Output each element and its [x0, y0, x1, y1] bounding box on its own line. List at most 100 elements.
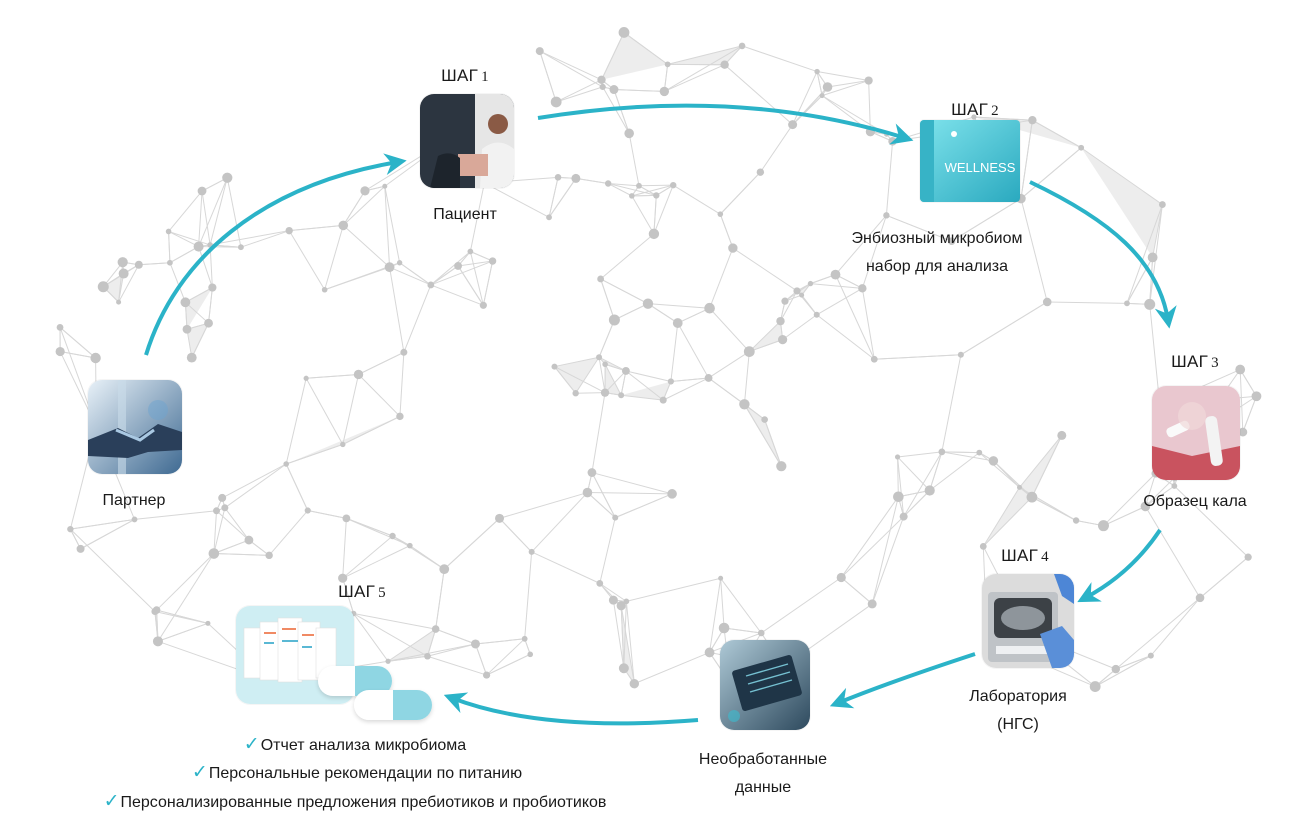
network-line — [1019, 435, 1063, 488]
network-line — [213, 539, 250, 554]
network-line — [599, 583, 622, 607]
network-line — [821, 95, 887, 135]
network-line — [575, 392, 606, 394]
kit-label-line2: набор для анализа — [865, 258, 1009, 275]
network-dot — [340, 441, 346, 448]
sample-tube-photo-icon — [1152, 386, 1240, 480]
network-line — [268, 510, 309, 556]
network-line — [435, 628, 476, 645]
network-shade — [554, 357, 600, 394]
network-dot — [720, 60, 729, 69]
network-line — [599, 582, 627, 602]
network-line — [835, 274, 863, 289]
network-dot — [623, 598, 630, 605]
network-line — [469, 251, 484, 306]
network-line — [458, 260, 493, 267]
network-line — [342, 415, 401, 445]
network-line — [720, 577, 762, 634]
network-line — [764, 419, 782, 467]
kit-box-photo-icon: WELLNESS — [920, 120, 1020, 202]
network-line — [613, 89, 665, 92]
network-line — [430, 284, 484, 306]
handshake-photo-icon — [88, 380, 182, 474]
network-dot — [743, 346, 755, 357]
network-line — [653, 184, 674, 235]
network-line — [861, 215, 887, 289]
network-line — [941, 451, 980, 454]
network-dot — [546, 214, 552, 221]
network-line — [1239, 369, 1257, 397]
network-line — [620, 605, 635, 684]
network-line — [871, 496, 899, 605]
network-dot — [1089, 681, 1101, 692]
network-line — [672, 184, 721, 215]
network-dot — [597, 75, 606, 84]
network-line — [1150, 597, 1201, 656]
network-line — [353, 613, 428, 657]
network-line — [1144, 506, 1201, 599]
network-line — [430, 251, 471, 286]
network-line — [973, 116, 1033, 121]
network-line — [871, 516, 905, 605]
network-line — [554, 356, 600, 368]
network-dot — [1195, 593, 1205, 603]
kit-box-text: WELLNESS — [945, 160, 1016, 175]
network-line — [358, 351, 405, 375]
network-line — [399, 352, 405, 417]
network-line — [399, 262, 432, 286]
network-line — [897, 456, 931, 491]
network-line — [1115, 655, 1152, 670]
network-dot — [117, 257, 128, 268]
network-line — [608, 183, 657, 196]
network-line — [1149, 257, 1154, 305]
network-line — [903, 490, 931, 517]
network-shade — [103, 273, 124, 303]
network-dot — [672, 318, 683, 328]
network-line — [1020, 120, 1033, 199]
network-dot — [1111, 664, 1121, 674]
network-line — [600, 278, 649, 305]
network-dot — [488, 257, 497, 265]
network-shade — [1081, 147, 1163, 258]
network-line — [759, 124, 794, 173]
network-dot — [618, 392, 625, 399]
network-dot — [608, 595, 618, 605]
network-line — [587, 492, 673, 495]
network-dot — [208, 283, 217, 292]
network-line — [614, 303, 649, 321]
network-dot — [1140, 501, 1151, 512]
network-dot — [204, 318, 213, 328]
network-line — [221, 463, 287, 499]
network-line — [664, 45, 743, 92]
network-dot — [648, 228, 660, 240]
network-dot — [382, 183, 388, 189]
network-line — [591, 472, 673, 495]
network-line — [286, 443, 343, 465]
network-dot — [56, 323, 64, 331]
network-dot — [482, 671, 491, 679]
network-line — [168, 231, 199, 248]
network-dot — [596, 354, 603, 361]
network-dot — [622, 367, 630, 375]
network-line — [816, 71, 869, 82]
network-line — [118, 264, 140, 303]
network-dot — [602, 361, 608, 368]
network-shade — [973, 117, 1082, 148]
network-dot — [938, 448, 946, 456]
raw-label-line1: Необработанные — [698, 751, 828, 768]
network-dot — [793, 287, 801, 295]
network-line — [289, 224, 344, 232]
network-line — [741, 45, 818, 73]
network-dot — [396, 260, 403, 266]
network-dot — [134, 260, 143, 269]
network-dot — [616, 601, 626, 611]
network-dot — [756, 168, 765, 176]
network-dot — [396, 412, 404, 421]
network-shade — [601, 32, 668, 80]
network-line — [554, 366, 577, 394]
network-line — [548, 178, 577, 218]
network-dot — [67, 525, 74, 533]
network-dot — [582, 487, 593, 498]
checkmark-icon: ✓ — [191, 762, 208, 783]
network-dot — [167, 259, 173, 266]
